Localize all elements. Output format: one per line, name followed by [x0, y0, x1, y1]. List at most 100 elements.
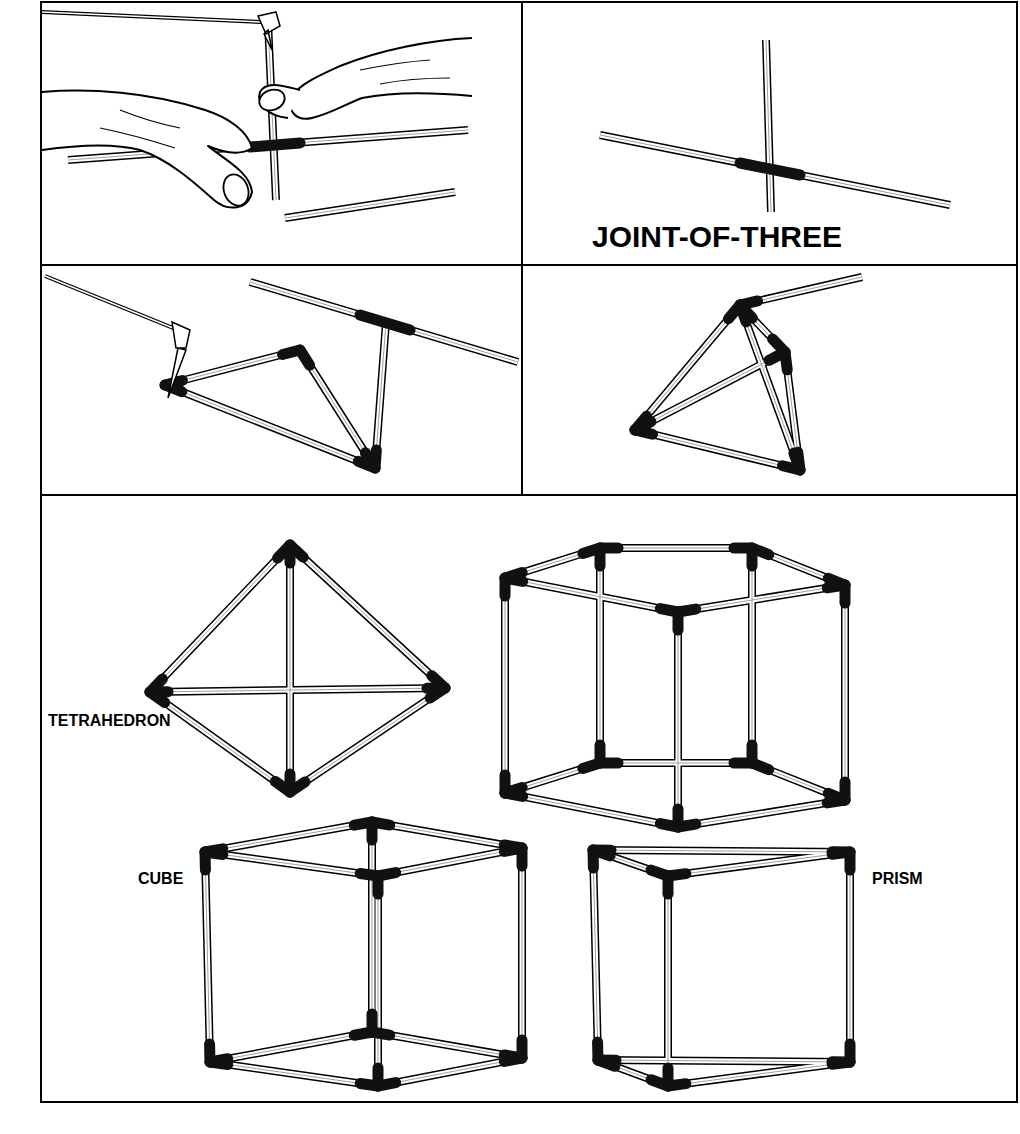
tape-wrap [250, 143, 300, 147]
straw-body [766, 40, 771, 212]
straw-body [598, 1060, 668, 1086]
tape-wrap [740, 163, 800, 175]
straw-crease [752, 763, 845, 800]
straw-figure [600, 40, 950, 212]
straw-outline [668, 852, 850, 876]
straw-body [843, 585, 848, 800]
hand-line [380, 78, 450, 84]
straw-outline [505, 793, 678, 827]
straw-body [668, 1062, 850, 1086]
straw-figure [635, 277, 862, 470]
straw-figure [593, 850, 850, 1086]
tape-wrap [663, 876, 674, 894]
straw-outline [635, 430, 800, 470]
straw-body [505, 793, 678, 827]
straw-figure [205, 822, 522, 1086]
straw-crease [635, 430, 800, 470]
straw-crease [600, 548, 752, 549]
straw-crease [205, 852, 210, 1062]
straw-body [750, 548, 755, 763]
tape-wrap [290, 782, 305, 792]
straw-body [848, 852, 853, 1062]
straw-body [785, 352, 800, 470]
straw-crease [752, 548, 753, 763]
straw-figure [165, 282, 518, 468]
tape-wrap [673, 612, 684, 630]
straw-body [372, 1032, 522, 1058]
straw-outline [378, 1058, 522, 1086]
brush-bristles [168, 322, 190, 398]
tape-wrap [500, 775, 511, 793]
straw-body [668, 852, 850, 876]
straw-body [678, 585, 845, 612]
straw-body [505, 578, 678, 612]
straw-body [372, 822, 522, 848]
straw-crease [668, 852, 850, 876]
straw-body [165, 385, 375, 468]
panel-divider [41, 494, 1017, 496]
straw-crease [210, 1032, 372, 1062]
straw-body [740, 277, 862, 305]
straw-crease [635, 305, 740, 430]
straw-crease [668, 876, 669, 1086]
tape-group [740, 163, 800, 175]
straw-outline [752, 548, 845, 585]
straw-crease [505, 548, 600, 578]
straw-crease [678, 612, 679, 827]
straw-outline [785, 352, 800, 470]
straw-outline [740, 277, 862, 305]
straw-body [598, 1060, 850, 1062]
straw-crease [600, 135, 950, 205]
hand-line [360, 60, 430, 70]
straw-body [520, 848, 525, 1058]
straw-crease [752, 548, 845, 585]
straw-body [210, 1032, 372, 1062]
straw-crease [600, 763, 752, 764]
straw-figure [150, 545, 445, 792]
tape-joints [150, 143, 850, 1086]
straw-crease [850, 852, 851, 1062]
straw-body [285, 192, 455, 218]
straw-body [290, 545, 445, 688]
straw-crease [285, 192, 455, 218]
straw-outline [290, 545, 445, 688]
straw-body [205, 852, 210, 1062]
tape-wrap [375, 450, 376, 468]
straw-body [600, 546, 752, 551]
brush-handle-highlight [42, 12, 262, 22]
brush-handle [42, 12, 262, 22]
straw-crease [150, 688, 445, 692]
brush-handle [45, 276, 178, 330]
straw-body [740, 305, 800, 470]
tape-group [165, 315, 410, 468]
straw-outline [635, 305, 740, 430]
tape-wrap [200, 852, 211, 870]
straw-outline [205, 852, 210, 1062]
tape-wrap [204, 1044, 215, 1062]
tape-wrap [798, 452, 800, 470]
tape-wrap [747, 745, 758, 763]
straw-outline [150, 545, 290, 692]
straw-outline [501, 578, 509, 793]
straw-crease [678, 585, 845, 612]
straw-body [290, 688, 445, 792]
tape-wrap [773, 339, 785, 352]
straw-crease [505, 578, 678, 612]
straw-body [752, 548, 845, 585]
tape-wrap [663, 1068, 674, 1086]
tape-wrap [360, 315, 410, 330]
tape-wrap [367, 822, 378, 840]
tape-wrap [300, 350, 310, 365]
tape-group [635, 301, 800, 470]
straw-crease [378, 876, 379, 1086]
straw-crease [150, 692, 290, 792]
tape-group [505, 548, 845, 827]
straw-outline [752, 763, 845, 800]
tape-wrap [285, 545, 296, 563]
straw-crease [668, 1062, 850, 1086]
straw-crease [205, 822, 372, 852]
straw-outline [748, 548, 756, 763]
tape-wrap [367, 1014, 378, 1032]
